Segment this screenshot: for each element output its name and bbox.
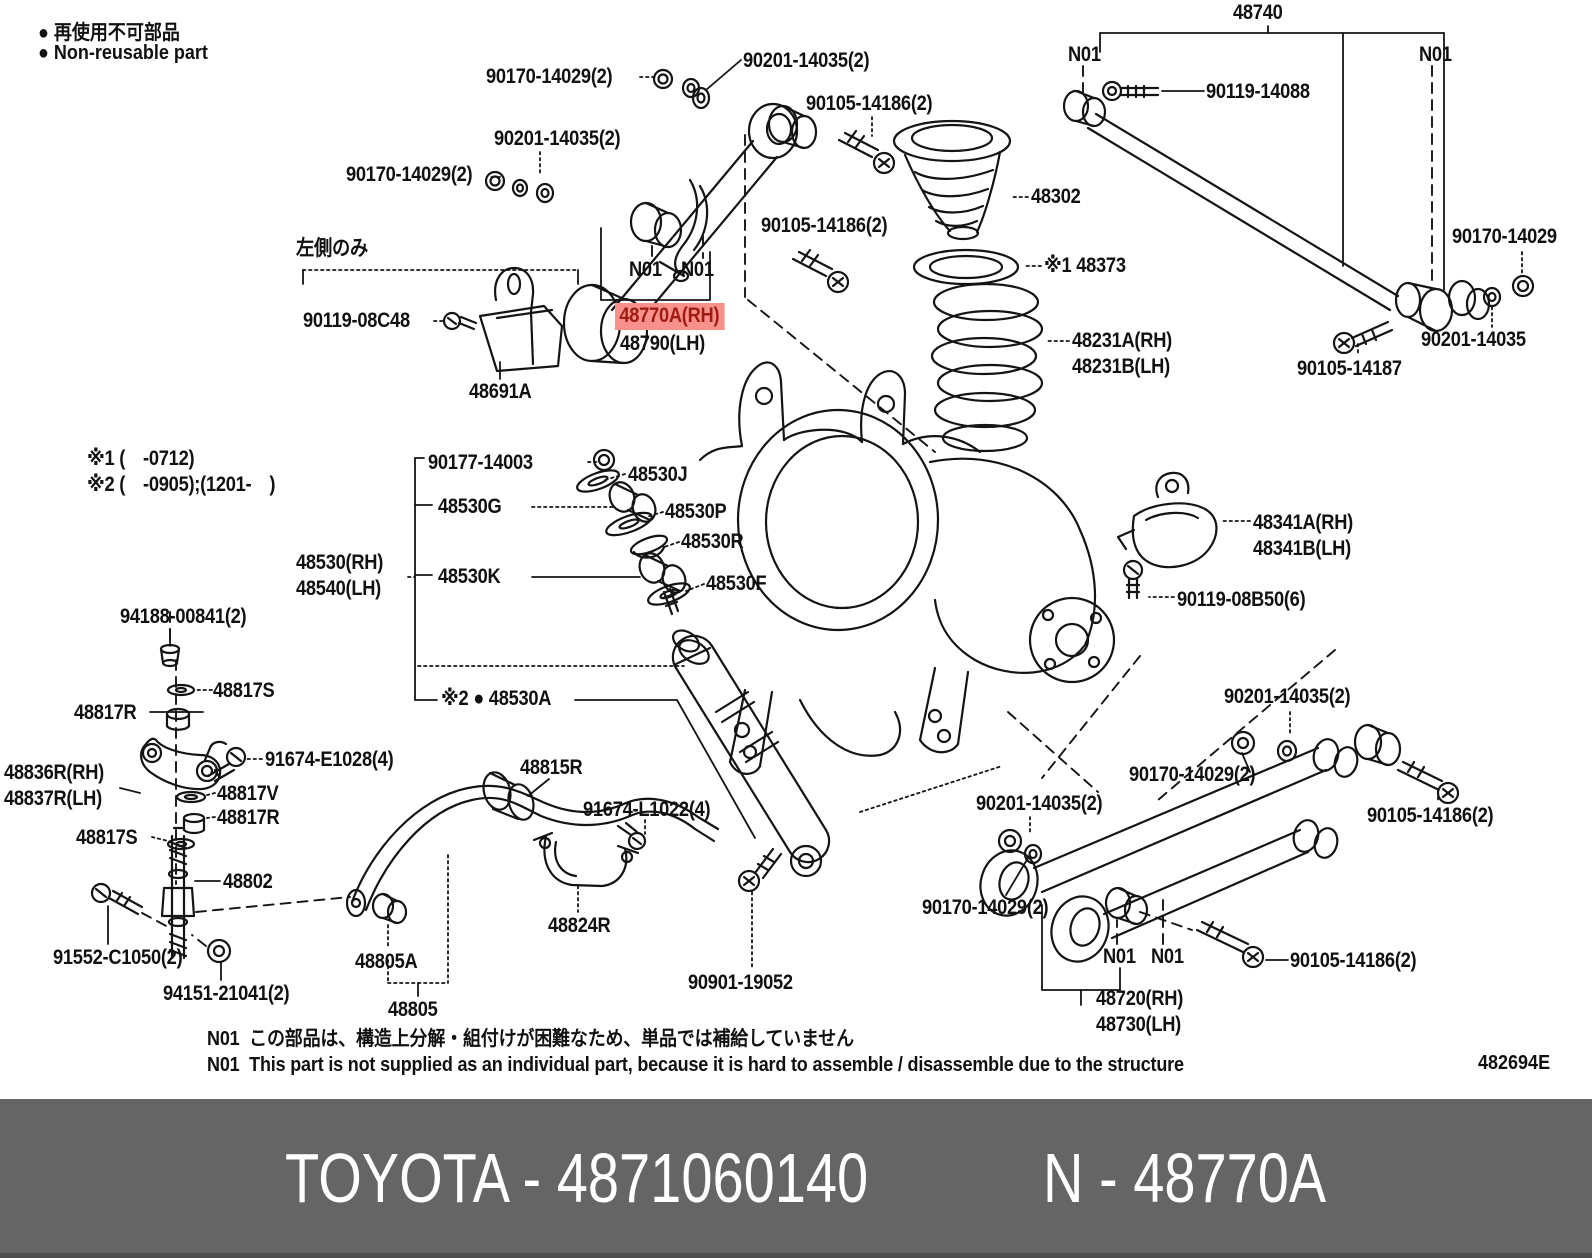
part-label: 91674-E1028(4) bbox=[265, 748, 394, 771]
part-label: 90170-14029 bbox=[1452, 225, 1557, 248]
footer-bar: TOYOTA - 4871060140 N - 48770A bbox=[0, 1099, 1592, 1258]
part-label: N01 bbox=[681, 258, 714, 281]
part-label: N01 bbox=[629, 258, 662, 281]
part-label: 48805 bbox=[388, 998, 438, 1021]
part-label: 91674-L1022(4) bbox=[583, 798, 711, 821]
part-label: ※1 ( -0712) bbox=[87, 447, 195, 470]
part-label: 90105-14186(2) bbox=[1290, 949, 1417, 972]
note-n01-jp: N01 この部品は、構造上分解・組付けが困難なため、単品では補給していません bbox=[207, 1028, 854, 1050]
part-label: 48530P bbox=[665, 500, 727, 523]
part-label: 90119-08C48 bbox=[303, 309, 410, 332]
part-label: 48730(LH) bbox=[1096, 1013, 1181, 1036]
part-label: 48817S bbox=[76, 826, 138, 849]
part-label: 90901-19052 bbox=[688, 971, 793, 994]
part-label: 48530F bbox=[706, 572, 767, 595]
part-label: 90177-14003 bbox=[428, 451, 533, 474]
leader-solid bbox=[107, 25, 1445, 1006]
part-label: 48530R bbox=[681, 530, 744, 553]
part-label: 90170-14029(2) bbox=[346, 163, 473, 186]
part-label: 48720(RH) bbox=[1096, 987, 1184, 1010]
footer-part-number: TOYOTA - 4871060140 bbox=[285, 1139, 869, 1217]
part-labels-layer: 90170-14029(2) 90201-14035(2) 90105-14186(… bbox=[4, 1, 1557, 1036]
part-label: 90201-14035(2) bbox=[494, 127, 621, 150]
part-label: 90201-14035 bbox=[1421, 328, 1526, 351]
part-label: 94188-00841(2) bbox=[120, 605, 247, 628]
part-label: 48815R bbox=[520, 756, 583, 779]
part-label: 48817R bbox=[217, 806, 280, 829]
part-label: 48530K bbox=[438, 565, 501, 588]
suspension-diagram-linework bbox=[90, 25, 1535, 1006]
footer-bottom-edge bbox=[0, 1253, 1592, 1258]
drawing-code: 482694E bbox=[1478, 1052, 1551, 1074]
part-label: 48802 bbox=[223, 870, 273, 893]
part-label: N01 bbox=[1151, 945, 1184, 968]
part-label: 48817S bbox=[213, 679, 275, 702]
part-label: 48740 bbox=[1233, 1, 1283, 24]
part-label: 90170-14029(2) bbox=[486, 65, 613, 88]
part-label: N01 bbox=[1068, 43, 1101, 66]
part-label: 48817R bbox=[74, 701, 137, 724]
part-label: 90170-14029(2) bbox=[1129, 763, 1256, 786]
part-label: 48530G bbox=[438, 495, 502, 518]
legend-nonreusable-jp: ● 再使用不可部品 bbox=[38, 22, 180, 44]
part-label: 90170-14029(2) bbox=[922, 896, 1049, 919]
part-label: 48824R bbox=[548, 914, 611, 937]
part-label: 48231A(RH) bbox=[1072, 329, 1172, 352]
part-label: 94151-21041(2) bbox=[163, 982, 290, 1005]
part-label: 48805A bbox=[355, 950, 418, 973]
part-label: 48837R(LH) bbox=[4, 787, 102, 810]
leader-dotted bbox=[151, 76, 1523, 984]
part-label: 48302 bbox=[1031, 185, 1081, 208]
part-label: 90105-14186(2) bbox=[806, 92, 933, 115]
part-label: 48530J bbox=[628, 463, 688, 486]
part-label: 90201-14035(2) bbox=[976, 792, 1103, 815]
part-label: 48530(RH) bbox=[296, 551, 384, 574]
part-label: 90119-08B50(6) bbox=[1177, 588, 1306, 611]
part-label: 48341A(RH) bbox=[1253, 511, 1353, 534]
part-label: N01 bbox=[1419, 43, 1452, 66]
part-label: 90105-14186(2) bbox=[1367, 804, 1494, 827]
part-label: 左側のみ bbox=[296, 237, 369, 260]
legend-nonreusable-en: ● Non-reusable part bbox=[38, 42, 208, 64]
part-label: N01 bbox=[1103, 945, 1136, 968]
part-label: 91552-C1050(2) bbox=[53, 946, 183, 969]
part-label: 90201-14035(2) bbox=[743, 49, 870, 72]
footer-part-code: N - 48770A bbox=[1043, 1139, 1327, 1217]
part-label: 90105-14186(2) bbox=[761, 214, 888, 237]
part-label: 48231B(LH) bbox=[1072, 355, 1170, 378]
part-label: 48790(LH) bbox=[620, 332, 705, 355]
construction-dashes bbox=[141, 65, 1433, 947]
part-label: ※2 ( -0905);(1201- ) bbox=[87, 473, 276, 496]
parts-artwork bbox=[90, 68, 1535, 969]
part-label-highlighted: 48770A(RH) bbox=[615, 303, 725, 331]
part-label: 48836R(RH) bbox=[4, 761, 104, 784]
part-label: 48817V bbox=[217, 782, 279, 805]
part-label: 90105-14187 bbox=[1297, 357, 1402, 380]
part-label: 48691A bbox=[469, 380, 532, 403]
part-label: ※1 48373 bbox=[1044, 254, 1126, 277]
part-label: 90201-14035(2) bbox=[1224, 685, 1351, 708]
part-label: 90119-14088 bbox=[1206, 80, 1310, 103]
part-label: 48540(LH) bbox=[296, 577, 381, 600]
note-n01-en: N01 This part is not supplied as an indi… bbox=[207, 1054, 1184, 1076]
part-label: ※2 ● 48530A bbox=[441, 687, 552, 710]
part-label: 48341B(LH) bbox=[1253, 537, 1351, 560]
